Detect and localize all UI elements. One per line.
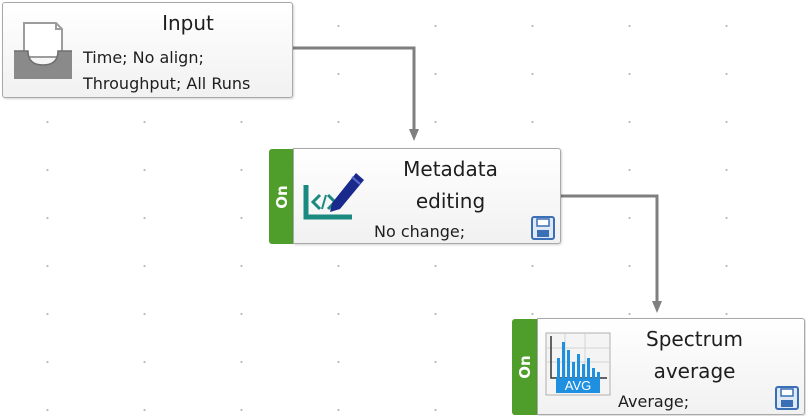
connector-metadata-to-spectrum[interactable] [560, 194, 659, 308]
spectrum-node-title: average [653, 359, 736, 383]
spectrum-node-title: Spectrum [646, 327, 743, 351]
status-on-label: On [272, 184, 291, 209]
connector-arrowhead [409, 129, 419, 141]
input-node-title: Input [162, 11, 214, 35]
spectrum-avg-chart-icon: AVG [545, 332, 611, 396]
input-node-setting: Throughput; All Runs [83, 74, 251, 93]
metadata-node-status-toggle[interactable]: On [269, 149, 294, 244]
metadata-node-title: editing [415, 189, 486, 213]
spectrum-average-node[interactable]: AVG Spectrum average Average; [537, 318, 805, 415]
input-node[interactable]: Input Time; No align; Throughput; All Ru… [2, 2, 293, 98]
floppy-disk-icon[interactable] [531, 216, 555, 240]
metadata-node-setting: No change; [374, 222, 466, 241]
inbox-tray-icon [12, 17, 74, 81]
status-on-label: On [516, 355, 534, 379]
metadata-node-title: Metadata [403, 157, 498, 181]
connector-arrowhead [652, 301, 662, 313]
input-node-setting: Time; No align; [83, 48, 204, 67]
spectrum-node-status-toggle[interactable]: On [512, 319, 538, 415]
connector-input-to-metadata[interactable] [292, 46, 416, 137]
floppy-disk-icon[interactable] [775, 386, 799, 410]
metadata-edit-pencil-icon [302, 167, 368, 223]
avg-icon-label: AVG [565, 378, 592, 393]
metadata-editing-node[interactable]: Metadata editing No change; [293, 148, 561, 244]
spectrum-node-setting: Average; [618, 392, 690, 411]
